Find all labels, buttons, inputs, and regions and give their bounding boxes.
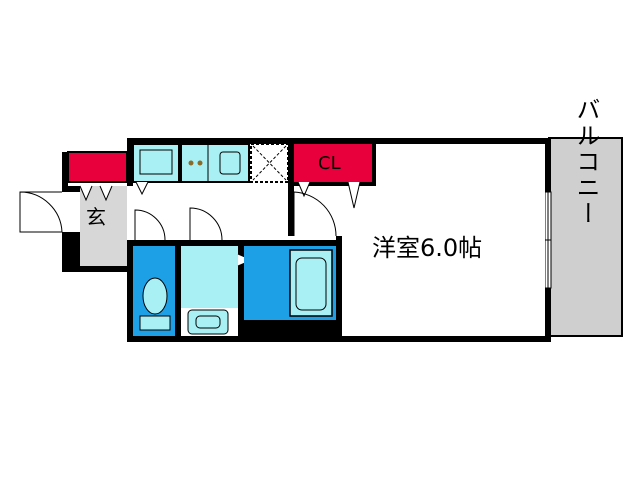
wash-basin bbox=[187, 309, 229, 335]
toilet-room bbox=[127, 209, 181, 342]
front-door-swing bbox=[19, 191, 63, 233]
closet-fill bbox=[294, 144, 372, 182]
balcony-floor bbox=[548, 137, 623, 337]
entrance-label: 玄 bbox=[86, 205, 106, 229]
toilet-tank bbox=[139, 315, 171, 331]
toilet-bowl bbox=[142, 277, 168, 315]
entrance: 玄 bbox=[19, 185, 133, 272]
bathroom bbox=[244, 240, 336, 342]
washroom bbox=[181, 207, 254, 342]
closet-label: CL bbox=[318, 153, 341, 174]
shoe-storage bbox=[62, 151, 128, 188]
western-room-label: 洋室6.0帖 bbox=[372, 234, 482, 262]
balcony: バルコニー bbox=[548, 97, 623, 337]
western-room: 洋室6.0帖 bbox=[288, 144, 545, 336]
balcony-window bbox=[544, 191, 552, 289]
closet: CL bbox=[294, 144, 372, 209]
kitchen bbox=[132, 143, 294, 236]
room-door bbox=[293, 191, 337, 237]
balcony-label: バルコニー bbox=[572, 97, 600, 227]
